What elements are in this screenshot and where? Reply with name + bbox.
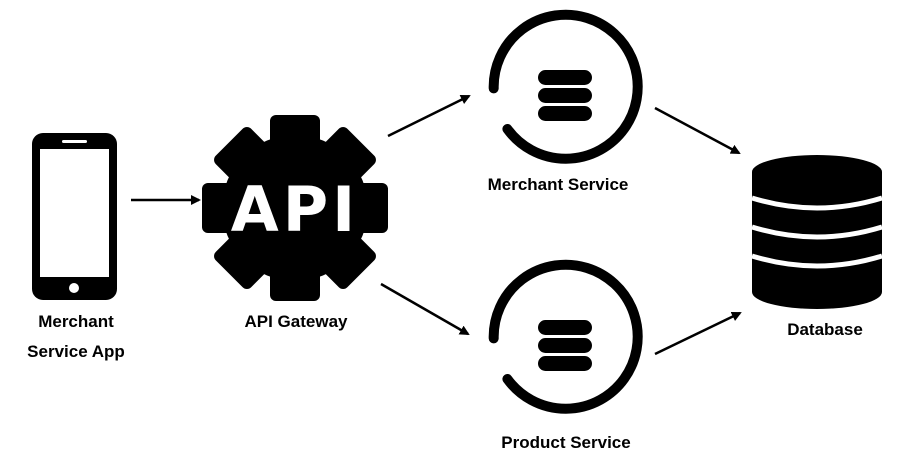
- merchant-app-label-line2: Service App: [27, 342, 125, 361]
- merchant-app-label: Merchant Service App: [16, 307, 136, 367]
- arrow-merchant-service-to-database: [654, 106, 741, 155]
- arrow-product-service-to-database: [654, 311, 742, 356]
- product-service-icon: [488, 259, 643, 414]
- smartphone-icon: [32, 133, 117, 300]
- api-gear-icon: API: [202, 115, 388, 301]
- arrow-gateway-to-merchant-service: [387, 94, 471, 138]
- merchant-service-label: Merchant Service: [487, 175, 629, 194]
- api-gateway-label: API Gateway: [244, 312, 348, 331]
- arrow-gateway-to-product-service: [380, 282, 470, 336]
- product-service-label: Product Service: [501, 433, 631, 452]
- merchant-service-icon: [488, 9, 643, 164]
- database-label: Database: [787, 320, 863, 339]
- merchant-app-label-line1: Merchant: [38, 312, 114, 331]
- api-gear-text: API: [231, 173, 360, 246]
- arrows: [131, 94, 742, 356]
- database-icon: [751, 155, 883, 309]
